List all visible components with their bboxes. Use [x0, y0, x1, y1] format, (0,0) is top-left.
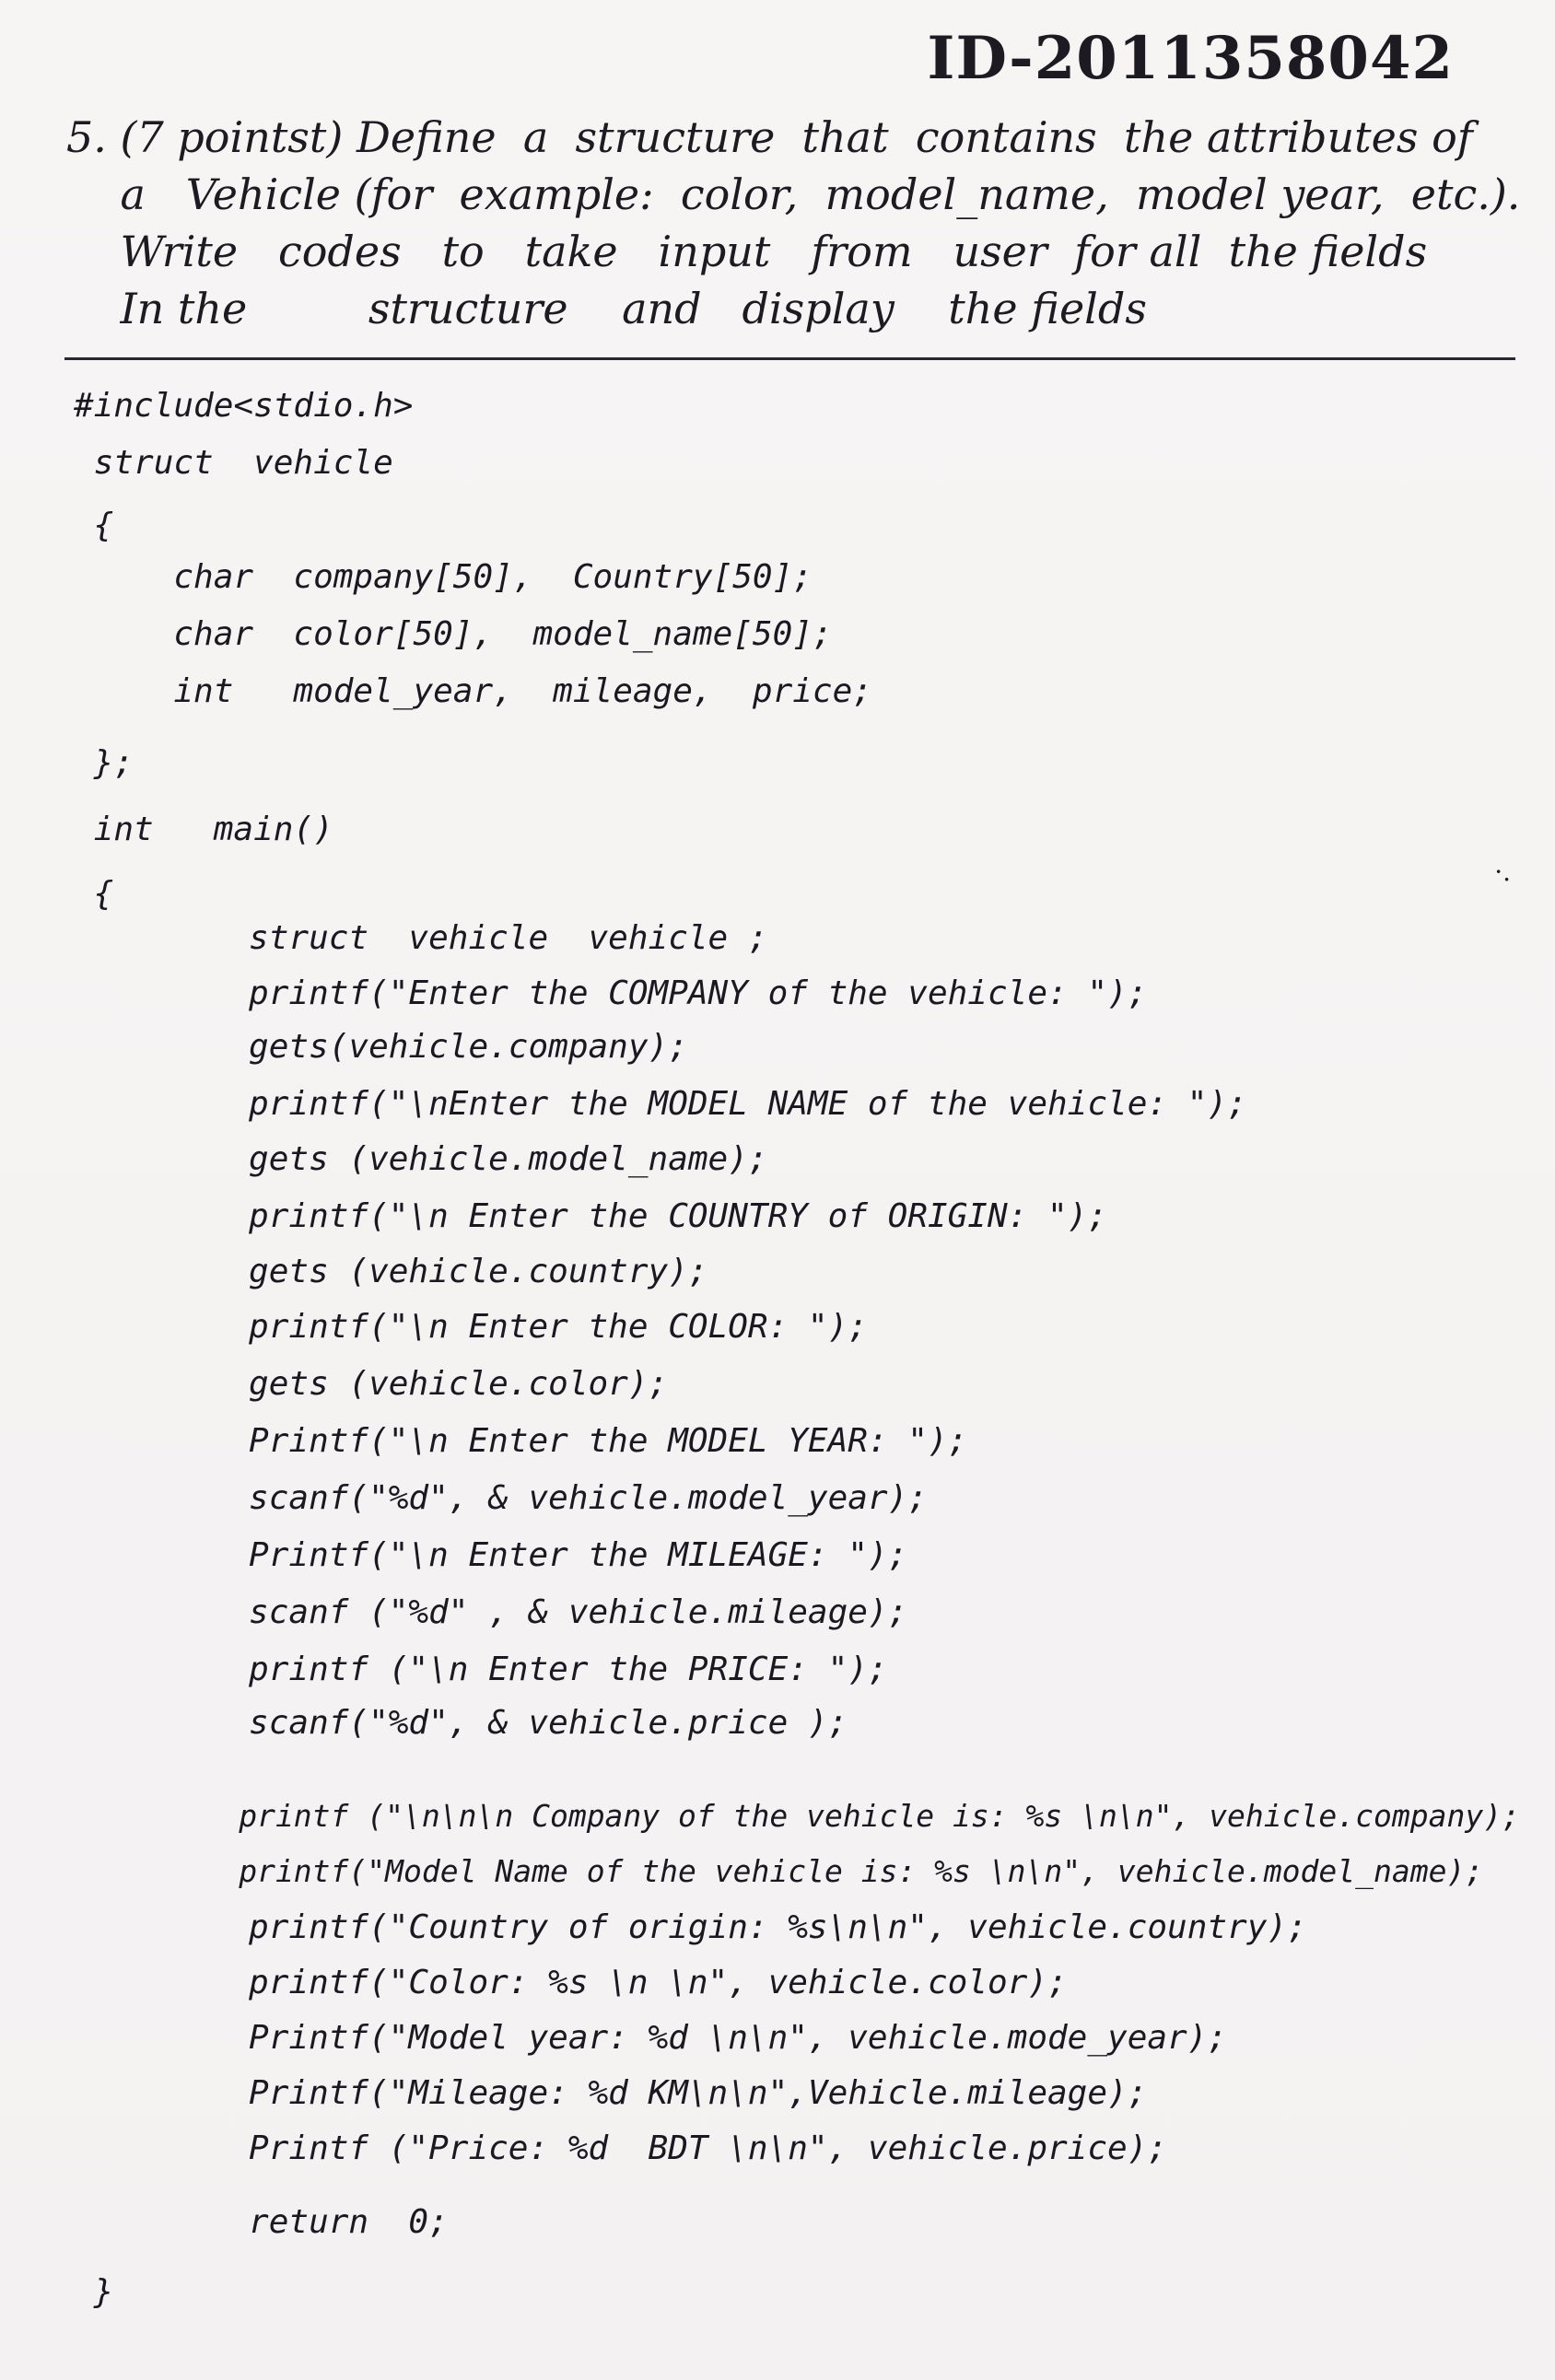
question-line: 5. (7 pointst) Define a structure that c…: [66, 112, 1473, 162]
code-line: Printf("\n Enter the MILEAGE: ");: [129, 1536, 908, 1574]
code-line: return 0;: [129, 2203, 449, 2241]
code-line: char color[50], model_name[50];: [74, 615, 833, 653]
code-line: Printf("\n Enter the MODEL YEAR: ");: [129, 1422, 968, 1460]
code-line: {: [74, 507, 114, 544]
code-line: Printf ("Price: %d BDT \n\n", vehicle.pr…: [129, 2129, 1168, 2167]
code-line: struct vehicle vehicle ;: [129, 919, 768, 957]
code-line: Printf("Model year: %d \n\n", vehicle.mo…: [129, 2019, 1228, 2057]
question-line: Write codes to take input from user for …: [66, 227, 1428, 276]
code-line: printf("\nEnter the MODEL NAME of the ve…: [129, 1085, 1247, 1123]
divider-line: [64, 357, 1515, 360]
stray-mark: ·.: [1494, 857, 1511, 887]
code-line: printf("Model Name of the vehicle is: %s…: [129, 1853, 1484, 1889]
code-line: scanf ("%d" , & vehicle.mileage);: [129, 1593, 908, 1631]
code-line: Printf("Mileage: %d KM\n\n",Vehicle.mile…: [129, 2074, 1148, 2112]
code-line: printf ("\n\n\n Company of the vehicle i…: [129, 1798, 1520, 1834]
code-line: gets (vehicle.color);: [129, 1365, 669, 1403]
code-line: };: [74, 744, 134, 782]
code-line: char company[50], Country[50];: [74, 558, 813, 596]
code-line: int main(): [74, 811, 333, 848]
code-line: printf("\n Enter the COLOR: ");: [129, 1308, 868, 1346]
question-line: In the structure and display the fields: [66, 284, 1147, 333]
code-line: gets(vehicle.company);: [129, 1028, 688, 1066]
code-line: scanf("%d", & vehicle.price );: [129, 1704, 848, 1742]
code-line: printf("\n Enter the COUNTRY of ORIGIN: …: [129, 1197, 1108, 1235]
code-line: printf ("\n Enter the PRICE: ");: [129, 1651, 888, 1688]
student-id: ID-2011358042: [927, 24, 1454, 93]
code-line: gets (vehicle.model_name);: [129, 1140, 768, 1178]
code-line: scanf("%d", & vehicle.model_year);: [129, 1479, 928, 1517]
code-line: #include<stdio.h>: [74, 387, 414, 425]
code-line: printf("Color: %s \n \n", vehicle.color)…: [129, 1964, 1068, 2001]
code-line: }: [74, 2273, 114, 2311]
code-line: printf("Country of origin: %s\n\n", vehi…: [129, 1908, 1307, 1946]
code-line: {: [74, 875, 114, 913]
code-line: int model_year, mileage, price;: [74, 672, 872, 710]
code-line: gets (vehicle.country);: [129, 1253, 708, 1290]
question-text: 5. (7 pointst) Define a structure that c…: [66, 109, 1521, 337]
question-line: a Vehicle (for example: color, model_nam…: [66, 169, 1521, 219]
code-line: printf("Enter the COMPANY of the vehicle…: [129, 974, 1148, 1012]
code-line: struct vehicle: [74, 444, 393, 482]
